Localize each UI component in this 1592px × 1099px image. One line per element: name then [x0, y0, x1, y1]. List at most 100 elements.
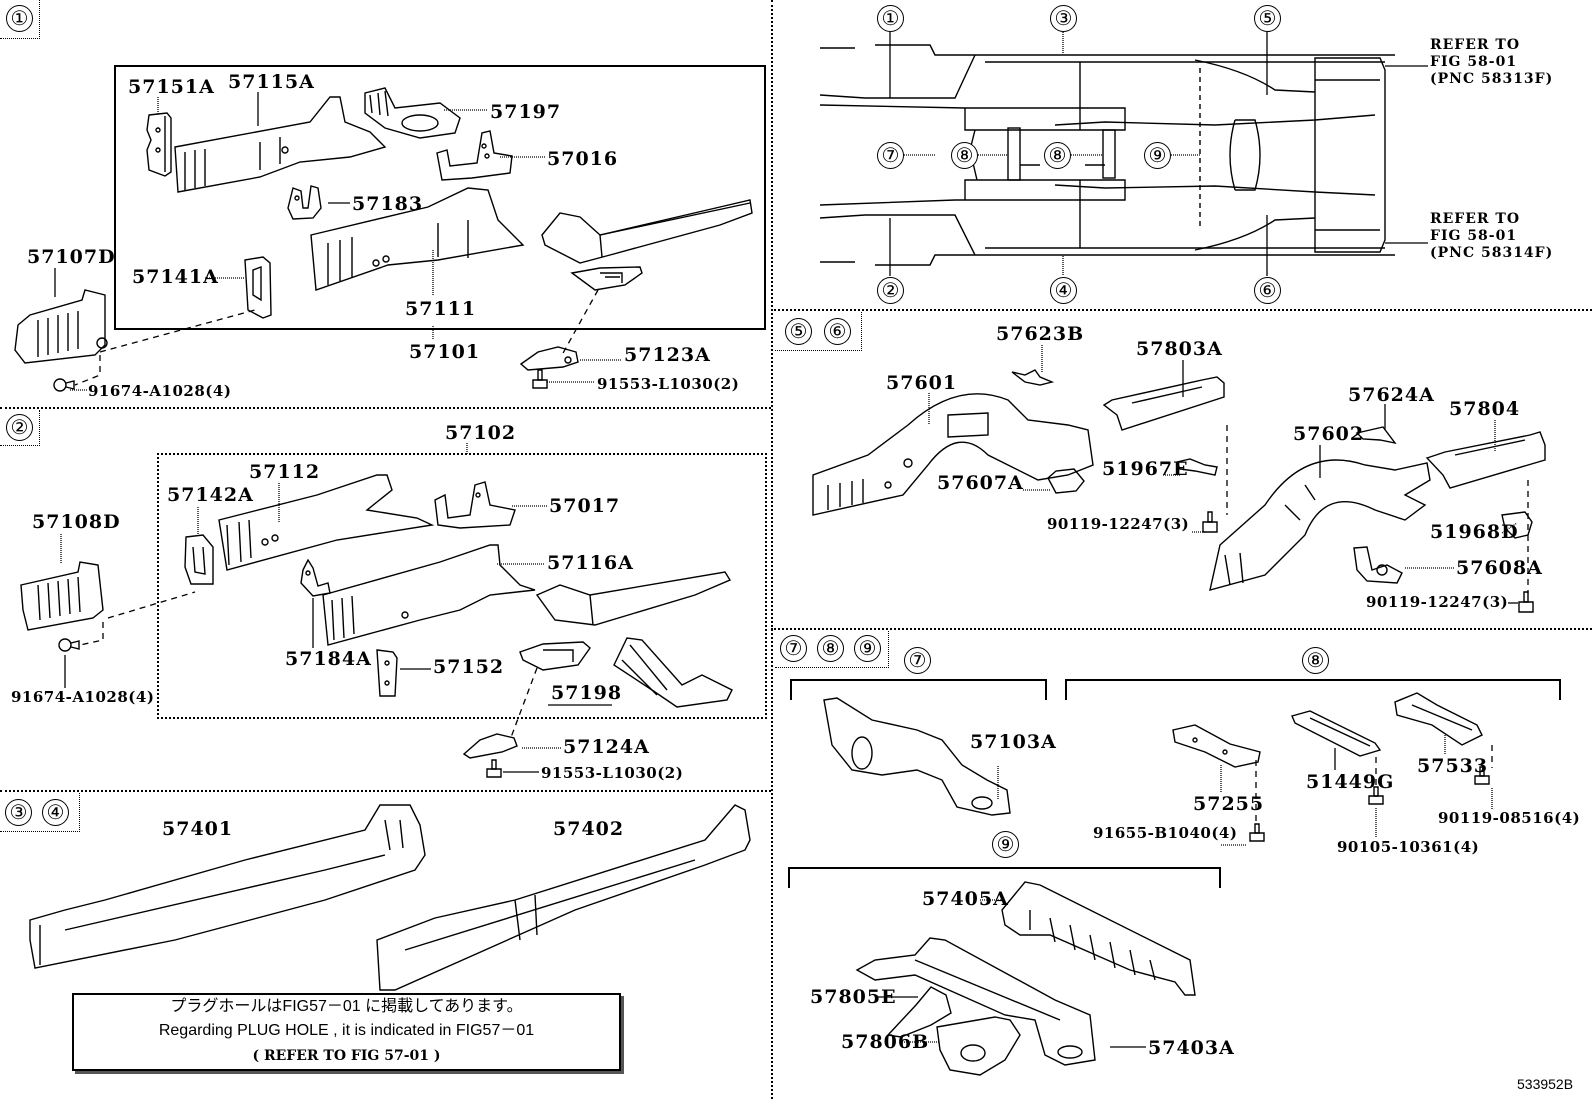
bolt-label-91655-B1040[interactable]: 91655-B1040(4) — [1093, 824, 1238, 842]
part-label-51968D[interactable]: 51968D — [1430, 521, 1519, 543]
part-label-57403A[interactable]: 57403A — [1148, 1037, 1235, 1059]
part-label-57255[interactable]: 57255 — [1193, 793, 1265, 815]
bolt-label-91553-L1030[interactable]: 91553-L1030(2) — [597, 375, 740, 393]
plug-hole-note: プラグホールはFIG57－01 に掲載してあります。 Regarding PLU… — [72, 993, 621, 1071]
bolt-label-90105-10361[interactable]: 90105-10361(4) — [1337, 838, 1480, 856]
bolt-label-90119-12247-b[interactable]: 90119-12247(3) — [1366, 593, 1509, 611]
part-label-57805E[interactable]: 57805E — [810, 986, 897, 1008]
part-label-57402[interactable]: 57402 — [553, 818, 625, 840]
part-drawing-bracket-s1 — [570, 266, 643, 291]
part-drawing-rocker-s2 — [535, 571, 732, 626]
part-label-57533[interactable]: 57533 — [1417, 755, 1489, 777]
overview-callout-3: ③ — [1050, 5, 1077, 32]
part-drawing-57111 — [310, 187, 525, 291]
part-drawing-57403A — [855, 937, 1096, 1066]
part-label-57804[interactable]: 57804 — [1449, 398, 1521, 420]
section-tag-1: ① — [0, 0, 40, 39]
part-label-57624A[interactable]: 57624A — [1348, 384, 1435, 406]
part-drawing-57533 — [1394, 692, 1483, 746]
refer-fig-58-01-top[interactable]: REFER TO FIG 58-01 (PNC 58313F) — [1430, 37, 1554, 87]
refer-fig-58-01-bottom[interactable]: REFER TO FIG 58-01 (PNC 58314F) — [1430, 211, 1554, 261]
assembly-box-57101 — [114, 65, 766, 330]
part-drawing-57108D — [20, 561, 104, 631]
part-label-57184A[interactable]: 57184A — [285, 648, 372, 670]
bolt-label-90119-08516[interactable]: 90119-08516(4) — [1438, 809, 1581, 827]
part-label-57115A[interactable]: 57115A — [228, 71, 315, 93]
part-label-57141A[interactable]: 57141A — [132, 266, 219, 288]
part-drawing-rocker-s1 — [541, 199, 753, 264]
bolt-icon-s56-a — [1202, 511, 1218, 533]
part-label-57183[interactable]: 57183 — [352, 193, 424, 215]
callout-7: ⑦ — [780, 635, 807, 662]
overview-callout-6: ⑥ — [1254, 277, 1281, 304]
part-drawing-57805E — [886, 986, 952, 1038]
part-drawing-51449G — [1291, 710, 1382, 757]
bolt-icon-s8-a — [1249, 823, 1265, 842]
part-label-57601[interactable]: 57601 — [886, 372, 958, 394]
part-drawing-57804 — [1425, 431, 1546, 489]
part-label-57151A[interactable]: 57151A — [128, 76, 215, 98]
part-label-57108D[interactable]: 57108D — [32, 511, 121, 533]
overview-callout-7: ⑦ — [877, 142, 904, 169]
part-label-57197[interactable]: 57197 — [490, 101, 562, 123]
part-label-57198[interactable]: 57198 — [551, 682, 623, 704]
part-label-57803A[interactable]: 57803A — [1136, 338, 1223, 360]
part-label-57608A[interactable]: 57608A — [1456, 557, 1543, 579]
part-label-57107D[interactable]: 57107D — [27, 246, 116, 268]
part-label-51449G[interactable]: 51449G — [1306, 771, 1395, 793]
part-drawing-57184A — [300, 558, 331, 597]
part-drawing-57016 — [436, 130, 513, 181]
part-drawing-57608A — [1353, 546, 1403, 584]
part-drawing-57142A — [184, 534, 214, 585]
part-label-57123A[interactable]: 57123A — [624, 344, 711, 366]
bolt-icon-s2-a — [58, 638, 80, 652]
bolt-label-90119-12247-a[interactable]: 90119-12247(3) — [1047, 515, 1190, 533]
part-label-57607A[interactable]: 57607A — [937, 472, 1024, 494]
assembly-label-57102[interactable]: 57102 — [445, 422, 517, 444]
part-label-57405A[interactable]: 57405A — [922, 888, 1009, 910]
part-drawing-57602 — [1209, 459, 1431, 591]
divider-s1-s2 — [0, 407, 771, 409]
assembly-label-57101[interactable]: 57101 — [409, 341, 481, 363]
part-label-57806B[interactable]: 57806B — [841, 1031, 930, 1053]
divider-s56-s789 — [771, 628, 1592, 630]
overview-callout-2: ② — [877, 277, 904, 304]
callout-1: ① — [6, 5, 33, 32]
part-label-57103A[interactable]: 57103A — [970, 731, 1057, 753]
part-drawing-57112 — [218, 474, 435, 571]
part-drawing-57402 — [376, 804, 751, 991]
callout-6: ⑥ — [824, 318, 851, 345]
part-label-57111[interactable]: 57111 — [405, 298, 477, 320]
part-label-57124A[interactable]: 57124A — [563, 736, 650, 758]
callout-5: ⑤ — [785, 318, 812, 345]
bolt-label-91553-L1030-s2[interactable]: 91553-L1030(2) — [541, 764, 684, 782]
callout-4: ④ — [42, 799, 69, 826]
part-label-51967E[interactable]: 51967E — [1102, 458, 1189, 480]
part-label-57602[interactable]: 57602 — [1293, 423, 1365, 445]
part-label-57142A[interactable]: 57142A — [167, 484, 254, 506]
part-drawing-57103A — [823, 697, 1011, 816]
group-7-label: ⑦ — [904, 647, 931, 674]
note-refer-link[interactable]: ( REFER TO FIG 57-01 ) — [252, 1048, 441, 1064]
bolt-icon-s1-b — [532, 369, 548, 389]
note-japanese-line: プラグホールはFIG57－01 に掲載してあります。 — [170, 998, 523, 1015]
part-label-57152[interactable]: 57152 — [433, 656, 505, 678]
part-drawing-57255 — [1172, 724, 1261, 768]
group-9-label: ⑨ — [992, 831, 1019, 858]
bolt-label-91674-A1028[interactable]: 91674-A1028(4) — [88, 382, 232, 400]
group-8-label: ⑧ — [1302, 647, 1329, 674]
part-label-57112[interactable]: 57112 — [249, 461, 321, 483]
figure-id: 533952B — [1517, 1076, 1574, 1092]
part-label-57017[interactable]: 57017 — [549, 495, 621, 517]
section-tag-3-4: ③ ④ — [0, 793, 80, 832]
vertical-divider — [771, 0, 773, 1099]
bolt-label-91674-A1028-s2[interactable]: 91674-A1028(4) — [11, 688, 155, 706]
divider-s2-s34 — [0, 790, 771, 792]
part-label-57016[interactable]: 57016 — [547, 148, 619, 170]
callout-3: ③ — [5, 799, 32, 826]
part-drawing-57803A — [1102, 376, 1225, 431]
part-label-57401[interactable]: 57401 — [162, 818, 234, 840]
part-label-57116A[interactable]: 57116A — [547, 552, 634, 574]
part-drawing-57152 — [376, 649, 398, 697]
part-label-57623B[interactable]: 57623B — [996, 323, 1085, 345]
